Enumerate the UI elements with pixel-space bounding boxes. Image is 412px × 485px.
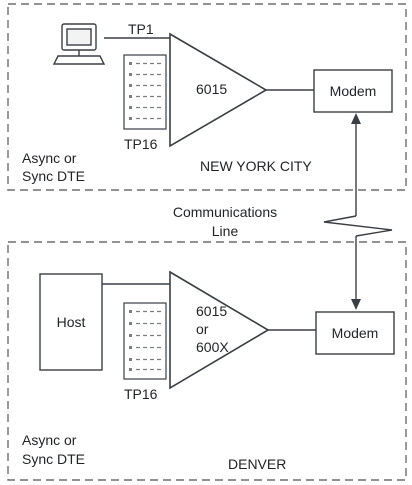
modem-box-denver — [315, 311, 395, 355]
communications-line — [323, 120, 393, 303]
port-panel-nyc-icon — [123, 54, 167, 130]
modem-box-nyc — [313, 69, 393, 113]
arrow-up-icon — [351, 113, 361, 124]
denver-site-boundary — [7, 241, 407, 481]
tp16-label-nyc: TP16 — [124, 136, 158, 152]
computer-terminal-icon — [52, 23, 106, 65]
tp16-label-denver: TP16 — [124, 386, 158, 402]
controller-6015-denver — [169, 270, 270, 390]
controller-label-denver-line1: 6015 — [196, 303, 228, 319]
modem-label-nyc: Modem — [329, 83, 377, 99]
controller-6015-nyc — [169, 32, 268, 148]
dte-label-nyc-line2: Sync DTE — [22, 168, 86, 184]
communications-label-line1: Communications — [172, 204, 278, 220]
port-panel-denver-icon — [123, 302, 167, 380]
new-york-site-boundary — [7, 3, 407, 191]
tp1-label: TP1 — [128, 21, 154, 37]
dte-label-nyc-line1: Async or — [22, 150, 77, 166]
dte-label-denver-line1: Async or — [22, 432, 77, 448]
dte-label-denver-line2: Sync DTE — [22, 451, 86, 467]
host-label: Host — [56, 314, 86, 330]
controller-label-denver-line2: or — [196, 321, 209, 337]
site-label-denver: DENVER — [228, 456, 287, 472]
modem-label-denver: Modem — [331, 325, 379, 341]
communications-label-line2: Line — [211, 223, 239, 239]
site-label-nyc: NEW YORK CITY — [200, 158, 312, 174]
host-box — [39, 273, 103, 371]
arrow-down-icon — [351, 299, 361, 310]
controller-label-denver-line3: 600X — [196, 339, 229, 355]
controller-label-nyc: 6015 — [196, 81, 228, 97]
